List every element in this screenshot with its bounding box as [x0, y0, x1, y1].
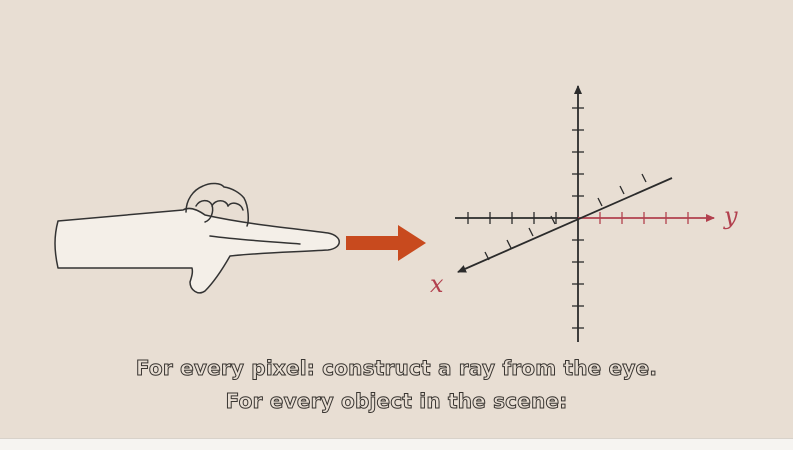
- coordinate-axes: y x: [430, 85, 738, 342]
- caption-line-1: For every pixel: construct a ray from th…: [135, 356, 658, 381]
- x-axis: [457, 177, 673, 273]
- x-axis-label: x: [430, 270, 444, 298]
- pointing-hand-icon: [54, 182, 340, 294]
- caption-line-2: For every object in the scene:: [225, 389, 568, 414]
- right-arrow-icon: [346, 225, 426, 261]
- slide: y x For every pixel: construct a ray fro…: [0, 0, 793, 438]
- bottom-strip: [0, 438, 793, 450]
- diagram: y x: [54, 85, 738, 342]
- y-axis-label: y: [723, 202, 738, 230]
